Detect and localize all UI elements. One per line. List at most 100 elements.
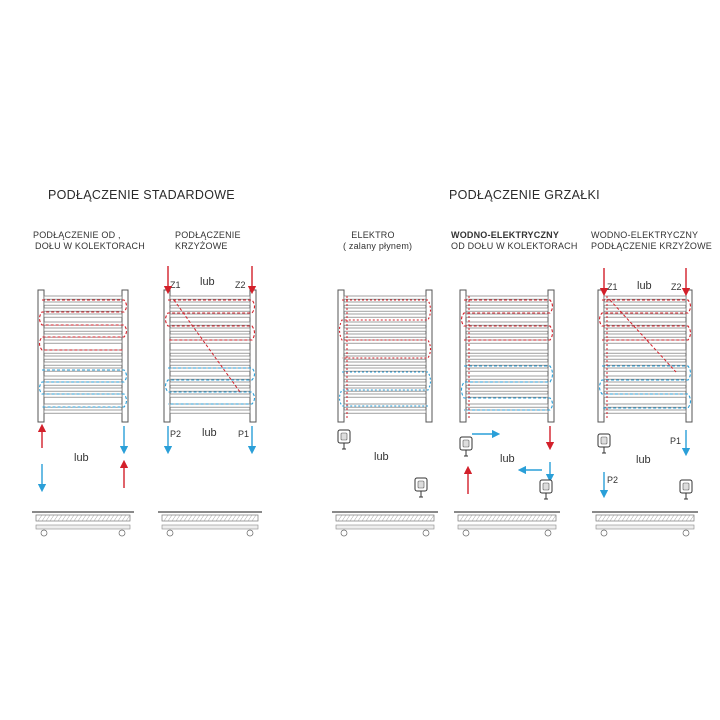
floor-hatch bbox=[613, 514, 619, 522]
floor-hatch bbox=[167, 514, 173, 522]
p1-label: P1 bbox=[238, 429, 250, 439]
radiator-rung bbox=[169, 361, 251, 366]
floor-hatch bbox=[401, 514, 407, 522]
floor-section bbox=[592, 511, 698, 537]
collector-left bbox=[597, 289, 605, 423]
radiator-rung bbox=[169, 393, 251, 398]
floor-hatch bbox=[231, 514, 237, 522]
radiator-rung bbox=[343, 361, 427, 366]
radiator-rung bbox=[169, 321, 251, 326]
p2-label: P2 bbox=[170, 429, 182, 439]
caption-bottom-collector: PODŁĄCZENIE OD , DOŁU W KOLEKTORACH bbox=[33, 230, 145, 252]
circulation-flow bbox=[164, 299, 256, 341]
radiator-rung bbox=[603, 387, 687, 392]
floor-hatch bbox=[89, 514, 95, 522]
radiator-rung bbox=[43, 301, 123, 306]
floor-hatch bbox=[175, 514, 181, 522]
or-label: lub bbox=[200, 276, 215, 288]
floor-hatch bbox=[381, 514, 387, 522]
floor-hatch bbox=[239, 514, 245, 522]
floor-hatch bbox=[373, 514, 379, 522]
floor-hatch bbox=[405, 514, 411, 522]
pipe-end bbox=[600, 529, 608, 537]
floor-hatch bbox=[409, 514, 415, 522]
circulation-flow bbox=[164, 367, 256, 405]
radiator-rung bbox=[603, 301, 687, 306]
floor-hatch bbox=[653, 514, 659, 522]
caption-line: PODŁĄCZENIE OD , bbox=[33, 230, 121, 240]
radiator-rung bbox=[465, 349, 549, 354]
floor-hatch bbox=[389, 514, 395, 522]
caption-line: WODNO-ELEKTRYCZNY bbox=[451, 230, 560, 240]
floor-pipe bbox=[457, 514, 557, 522]
collector-left bbox=[337, 289, 345, 423]
floor-hatch bbox=[121, 514, 127, 522]
floor-hatch bbox=[609, 514, 615, 522]
floor-hatch bbox=[215, 514, 221, 522]
floor-hatch bbox=[499, 514, 505, 522]
floor-hatch bbox=[471, 514, 477, 522]
radiator-rung bbox=[465, 409, 549, 414]
collector-left bbox=[37, 289, 45, 423]
floor-hatch bbox=[543, 514, 549, 522]
floor-hatch bbox=[125, 514, 131, 522]
floor-hatch bbox=[685, 514, 691, 522]
floor-hatch bbox=[649, 514, 655, 522]
radiator-rung bbox=[169, 355, 251, 360]
radiator-rung bbox=[465, 295, 549, 300]
radiator-rung bbox=[343, 381, 427, 386]
radiator-rung bbox=[603, 403, 687, 408]
radiator-rung bbox=[43, 375, 123, 380]
circulation-flow bbox=[38, 299, 128, 351]
heating-element-icon bbox=[679, 479, 693, 500]
floor-hatch bbox=[527, 514, 533, 522]
radiator-rung bbox=[603, 375, 687, 380]
floor-hatch bbox=[353, 514, 359, 522]
floor-slab bbox=[457, 524, 557, 530]
caption-line: PODŁĄCZENIE KRZYŻOWE bbox=[591, 241, 713, 251]
caption-line: ELEKTRO bbox=[351, 230, 395, 240]
towel-radiator bbox=[37, 289, 129, 423]
floor-hatch bbox=[535, 514, 541, 522]
radiator-rung bbox=[603, 361, 687, 366]
floor-hatch bbox=[117, 514, 123, 522]
heating-element-icon bbox=[539, 479, 553, 500]
p1-label: P1 bbox=[670, 436, 682, 446]
radiator-rung bbox=[343, 301, 427, 306]
floor-hatch bbox=[491, 514, 497, 522]
radiator-rung bbox=[43, 355, 123, 360]
floor-hatch bbox=[81, 514, 87, 522]
floor-hatch bbox=[495, 514, 501, 522]
floor-hatch bbox=[621, 514, 627, 522]
collector-left bbox=[459, 289, 467, 423]
floor-hatch bbox=[195, 514, 201, 522]
radiator-rung bbox=[43, 339, 123, 344]
floor-hatch bbox=[597, 514, 603, 522]
radiator-rung bbox=[343, 327, 427, 332]
radiator-rung bbox=[43, 295, 123, 300]
heating-element-icon bbox=[597, 433, 611, 454]
floor-hatch bbox=[657, 514, 663, 522]
radiator-rung bbox=[603, 313, 687, 318]
towel-radiator bbox=[337, 289, 433, 423]
p2-label: P2 bbox=[607, 475, 619, 485]
circulation-flow bbox=[460, 365, 554, 411]
z1-label: Z1 bbox=[607, 282, 618, 292]
radiator-rung bbox=[169, 307, 251, 312]
floor-hatch bbox=[37, 514, 43, 522]
floor-hatch bbox=[365, 514, 371, 522]
floor-hatch bbox=[337, 514, 343, 522]
floor-hatch bbox=[341, 514, 347, 522]
or-label: lub bbox=[202, 427, 217, 439]
floor-hatch bbox=[77, 514, 83, 522]
radiator-rung bbox=[465, 321, 549, 326]
radiator-rung bbox=[343, 333, 427, 338]
pipe-end bbox=[682, 529, 690, 537]
floor-hatch bbox=[515, 514, 521, 522]
floor-hatch bbox=[397, 514, 403, 522]
radiator-rung bbox=[43, 307, 123, 312]
floor-hatch bbox=[345, 514, 351, 522]
radiator-rung bbox=[603, 409, 687, 414]
circulation-flow bbox=[598, 299, 692, 341]
pipe-end bbox=[40, 529, 48, 537]
